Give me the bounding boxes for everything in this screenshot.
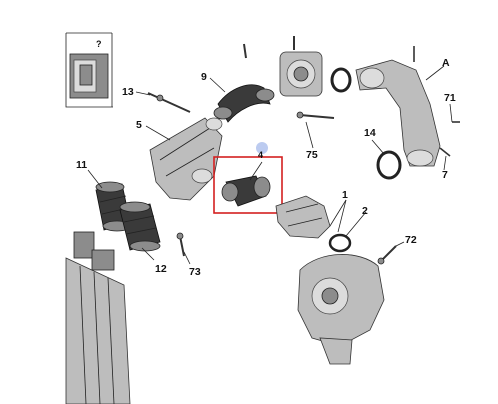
hose-4-highlighted <box>221 175 271 207</box>
callout-5: 5 <box>136 119 142 131</box>
seal-2 <box>328 233 352 253</box>
leader-lines <box>87 65 453 265</box>
callout-14: 14 <box>364 127 376 139</box>
bolt-75 <box>296 111 335 119</box>
inset-detail: ? <box>65 32 113 108</box>
inset-fragment-glyph: ? <box>96 39 102 49</box>
highlight-box <box>213 156 283 214</box>
callout-75: 75 <box>306 149 318 161</box>
callout-73: 73 <box>189 266 201 278</box>
callout-71: 71 <box>444 92 456 104</box>
callout-2: 2 <box>362 205 368 217</box>
callout-A: A <box>442 57 450 69</box>
callout-1: 1 <box>342 189 348 201</box>
manifold-A <box>355 46 441 167</box>
bolt-72 <box>377 245 397 265</box>
seal-ring-14 <box>376 150 402 180</box>
callout-72: 72 <box>405 234 417 246</box>
intake-pipe-5 <box>149 117 223 201</box>
highlight-dot <box>256 142 268 154</box>
callout-13: 13 <box>122 86 134 98</box>
intercooler <box>65 231 131 404</box>
hose-12 <box>119 201 161 252</box>
hose-9 <box>213 84 275 123</box>
bolt-13 <box>147 92 191 113</box>
callout-12: 12 <box>155 263 167 275</box>
throttle-body <box>243 36 323 97</box>
callout-9: 9 <box>201 71 207 83</box>
callout-11: 11 <box>76 159 87 171</box>
callout-7: 7 <box>442 169 448 181</box>
callout-4: 4 <box>258 150 263 160</box>
bolt-73 <box>176 232 185 257</box>
turbocharger <box>297 254 385 365</box>
seal-ring <box>330 67 352 93</box>
bolts-71-7 <box>439 121 460 157</box>
pipe-1 <box>275 195 331 239</box>
